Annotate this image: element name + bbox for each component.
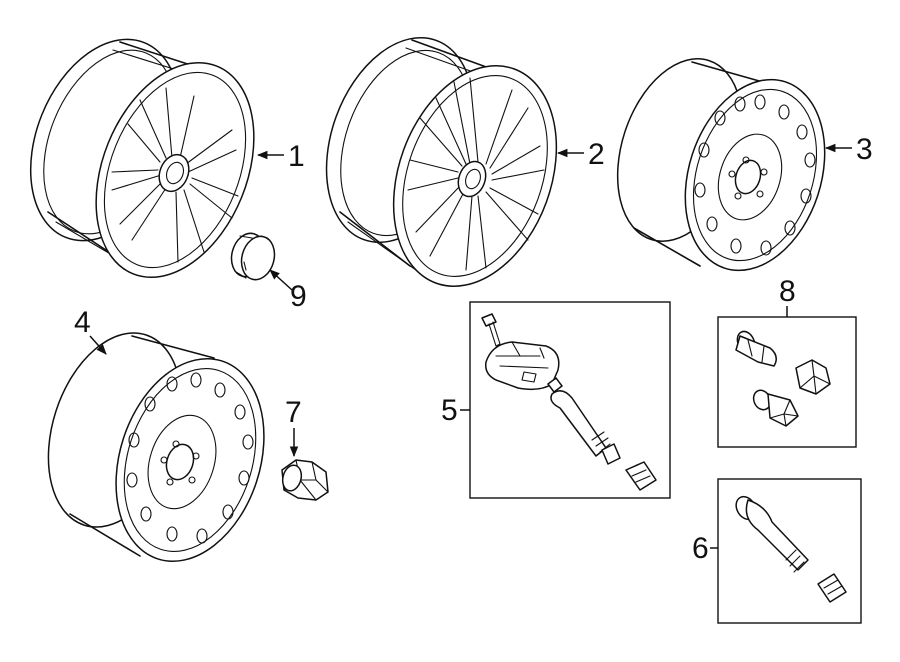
callout-6: 6: [692, 532, 718, 565]
callout-7-label: 7: [285, 396, 302, 429]
callout-1-label: 1: [288, 140, 305, 173]
valve-cap-icon: [625, 461, 657, 491]
callout-1: 1: [256, 140, 305, 173]
valve-stem-kit-icon: [735, 495, 847, 603]
steel-wheel-4-icon: [47, 332, 265, 562]
callout-5-label: 5: [441, 394, 458, 427]
callout-2: 2: [556, 138, 605, 171]
callout-4-label: 4: [74, 306, 91, 339]
valve-stem-icon: [547, 377, 621, 465]
tpms-sensor-icon: [481, 313, 560, 391]
callout-9-label: 9: [290, 280, 307, 313]
callout-6-label: 6: [692, 532, 709, 565]
center-cap-9-icon: [230, 232, 276, 281]
callout-4: 4: [74, 306, 107, 355]
callout-2-label: 2: [588, 138, 605, 171]
alloy-wheel-2-icon: [325, 36, 558, 287]
callout-8: 8: [779, 275, 796, 317]
callout-5: 5: [441, 394, 470, 427]
alloy-wheel-1-icon: [29, 38, 255, 279]
lug-nut-7-icon: [281, 459, 329, 501]
callout-8-label: 8: [779, 275, 796, 308]
tpms-kit-frame: [469, 301, 671, 499]
callout-7: 7: [285, 396, 302, 458]
steel-wheel-3-icon: [616, 58, 826, 272]
callout-9: 9: [269, 269, 307, 313]
locking-lug-nut-set-icon: [735, 330, 831, 427]
callout-3-label: 3: [856, 133, 873, 166]
callout-3: 3: [824, 133, 873, 166]
valve-kit-frame: [717, 478, 862, 624]
